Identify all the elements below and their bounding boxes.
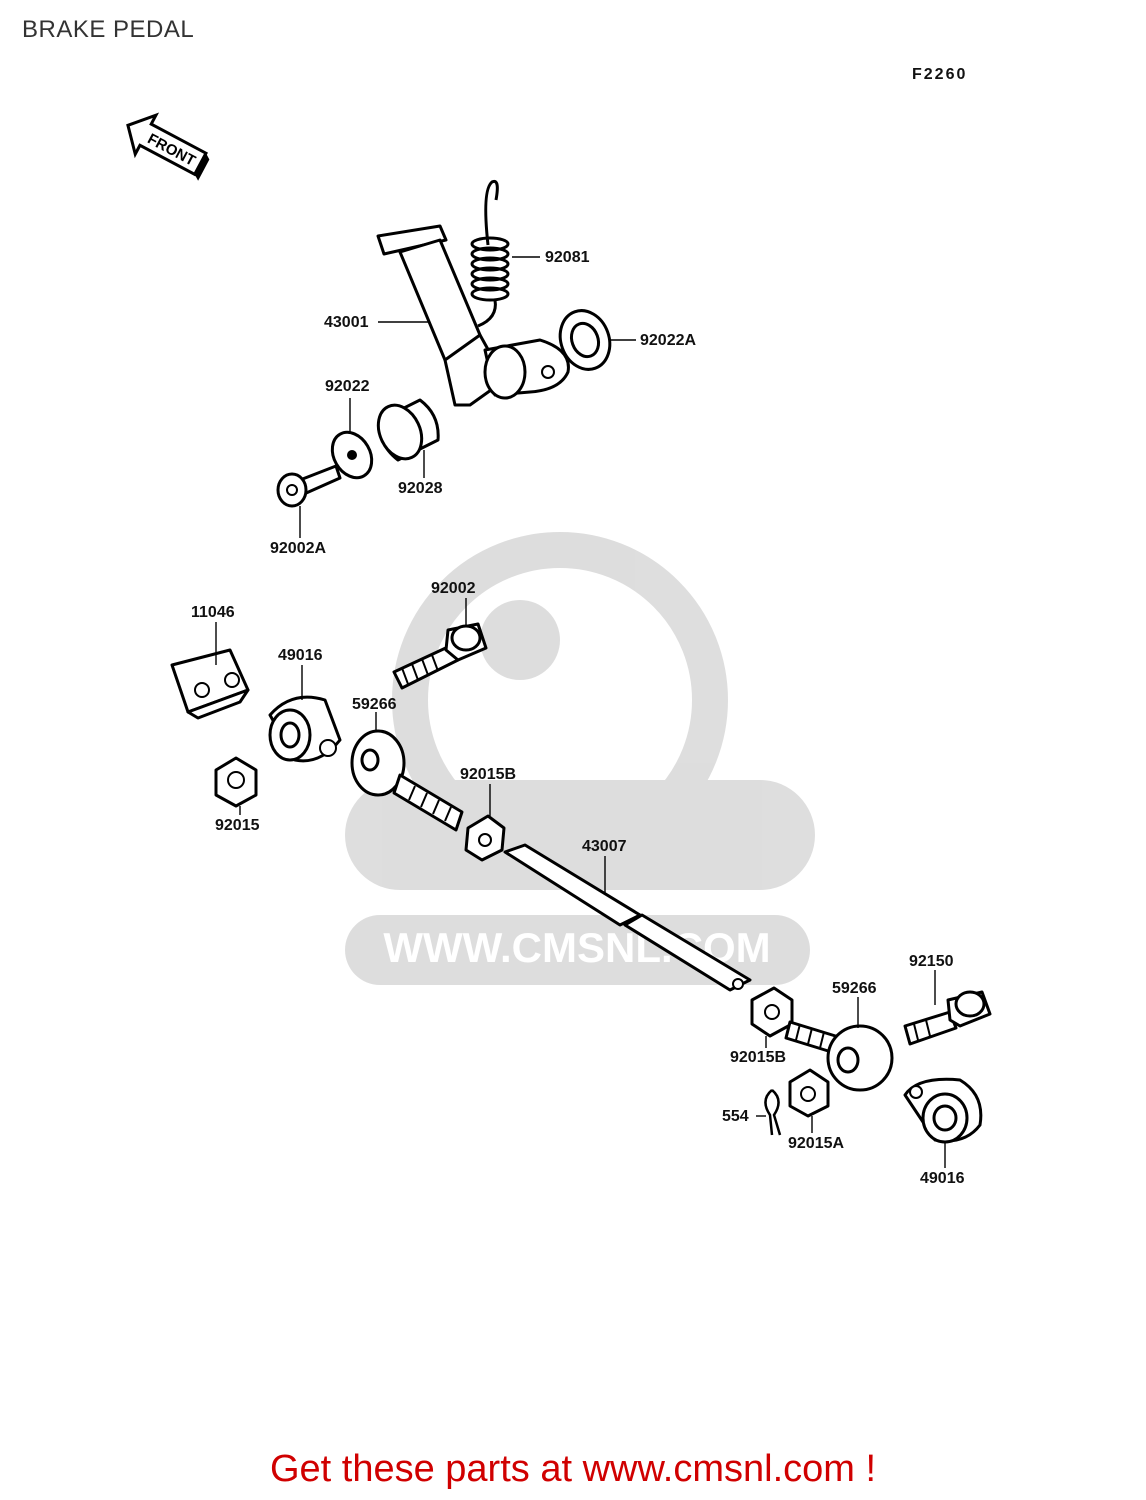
bolt-92150 (903, 990, 992, 1046)
part-label-92028[interactable]: 92028 (398, 480, 443, 497)
part-label-92015a[interactable]: 92015A (788, 1135, 845, 1152)
part-label-92015b-left[interactable]: 92015B (460, 766, 517, 783)
return-spring (470, 179, 510, 328)
nut-92015a (788, 1068, 830, 1118)
part-label-92022a[interactable]: 92022A (640, 332, 697, 349)
watermark-logo: CMS WWW.CMSNL.COM (345, 532, 815, 985)
part-label-92015b-right[interactable]: 92015B (730, 1049, 787, 1066)
nut-92015b-b (750, 986, 794, 1038)
part-label-11046[interactable]: 11046 (191, 604, 235, 621)
front-arrow-icon: FRONT (126, 112, 210, 181)
part-label-92015[interactable]: 92015 (215, 817, 260, 834)
cotter-pin-554 (764, 1089, 782, 1136)
footer-promo-text: Get these parts at www.cmsnl.com ! (269, 1448, 877, 1490)
washer-92022a (558, 309, 612, 371)
leader-lines (215, 256, 946, 1168)
part-label-92002a[interactable]: 92002A (270, 540, 327, 557)
rod-end-59266-a (350, 729, 464, 832)
part-label-59266-left[interactable]: 59266 (352, 696, 397, 713)
part-label-92022[interactable]: 92022 (325, 378, 370, 395)
part-label-92002[interactable]: 92002 (431, 580, 476, 597)
nut-92015b-a (464, 814, 506, 862)
part-label-49016-lower[interactable]: 49016 (920, 1170, 965, 1187)
joint-49016-a (268, 695, 342, 763)
brake-pedal (376, 224, 570, 407)
part-label-49016-upper[interactable]: 49016 (278, 647, 323, 664)
figure-code: F2260 (912, 66, 968, 83)
part-label-92150[interactable]: 92150 (909, 953, 954, 970)
part-label-43001[interactable]: 43001 (324, 314, 369, 331)
brake-rod-43007 (503, 843, 752, 992)
bolt-92002 (392, 622, 488, 690)
bushing-92028 (376, 398, 440, 462)
washer-92022 (330, 430, 374, 480)
part-label-59266-right[interactable]: 59266 (832, 980, 877, 997)
nut-92015 (214, 756, 258, 808)
part-label-92081[interactable]: 92081 (545, 249, 590, 266)
joint-49016-b (903, 1077, 983, 1144)
bolt-92002a (276, 464, 342, 508)
clevis-11046 (170, 648, 250, 720)
part-label-43007[interactable]: 43007 (582, 838, 627, 855)
rod-end-59266-b (784, 1020, 894, 1092)
page-title: BRAKE PEDAL (22, 16, 195, 43)
part-label-554[interactable]: 554 (722, 1108, 749, 1125)
